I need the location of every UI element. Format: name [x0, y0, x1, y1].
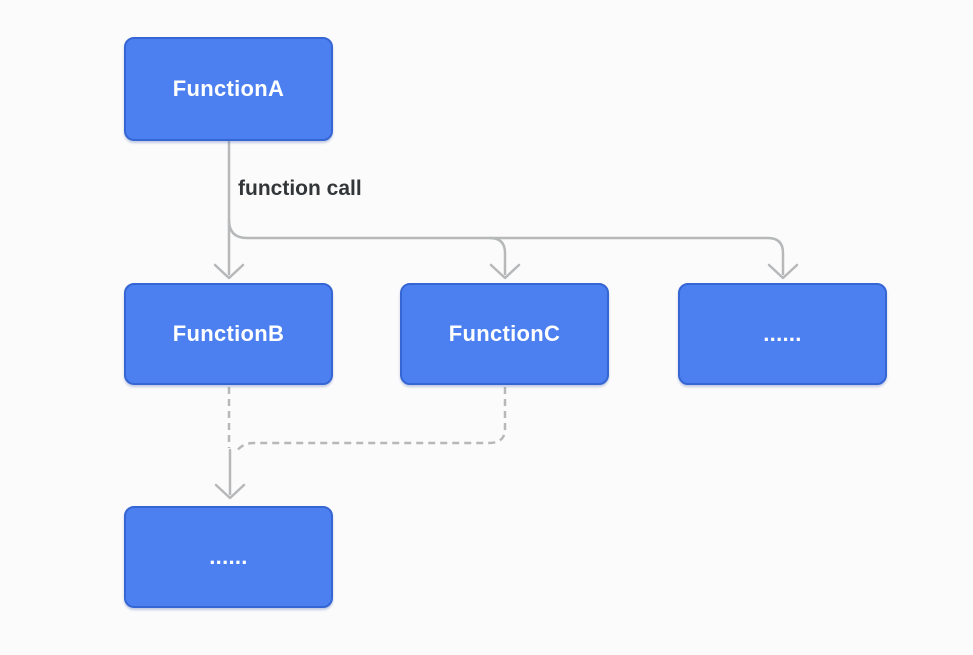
node-more-callees-label: ...... — [763, 321, 802, 346]
arrowhead-functionc — [489, 263, 521, 280]
node-more-nested: ...... — [124, 506, 333, 608]
edge-functiona-branch — [227, 218, 785, 276]
node-function-c: FunctionC — [400, 283, 609, 385]
arrowhead-functionb — [213, 263, 245, 280]
arrowhead-more-nested — [214, 483, 246, 500]
edge-label-function-call: function call — [238, 177, 362, 200]
node-function-c-label: FunctionC — [448, 321, 561, 346]
edge-branch-functionc — [488, 236, 507, 276]
arrowhead-more-callees — [767, 263, 799, 280]
edge-functionc-nested — [234, 387, 507, 453]
node-function-b: FunctionB — [124, 283, 333, 385]
node-function-a: FunctionA — [124, 37, 333, 141]
node-function-a-label: FunctionA — [172, 76, 285, 101]
node-more-nested-label: ...... — [209, 544, 248, 569]
node-more-callees: ...... — [678, 283, 887, 385]
node-function-b-label: FunctionB — [172, 321, 285, 346]
